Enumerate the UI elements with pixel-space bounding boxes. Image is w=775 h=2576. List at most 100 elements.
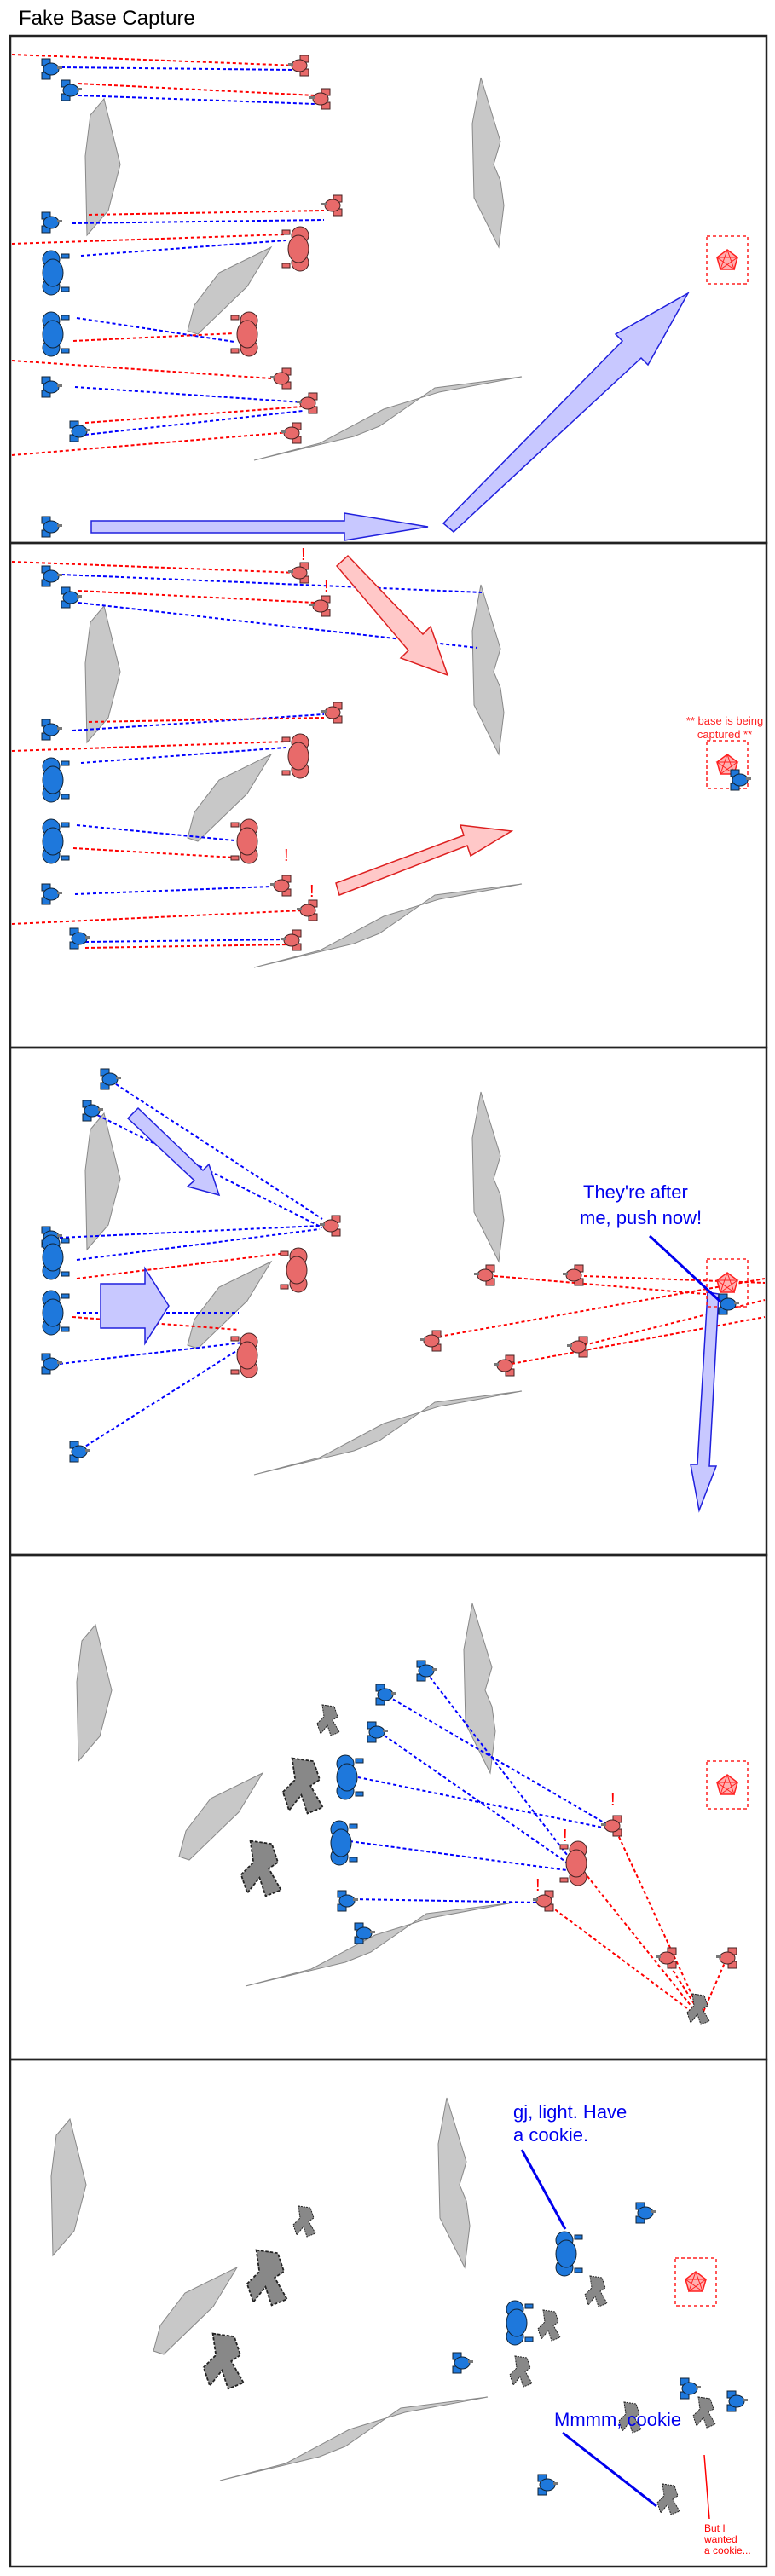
- red-unit: [281, 733, 309, 779]
- destroyed-unit: [509, 2355, 533, 2388]
- blue-sight-line: [349, 1840, 574, 1872]
- red-unit: [280, 929, 302, 951]
- red-unit: [715, 1947, 737, 1969]
- base-icon: [706, 1760, 749, 1810]
- blue-sight-line: [80, 240, 286, 257]
- destroyed-unit: [240, 1840, 282, 1897]
- blue-unit: [416, 1660, 438, 1682]
- blue-sight-line: [61, 66, 295, 71]
- panel-2: ! ! ! ! ** base is being captured **: [11, 546, 763, 968]
- blue-unit: [42, 1290, 70, 1336]
- panel-4: ! ! !: [76, 1603, 749, 2025]
- blue-unit: [69, 420, 91, 442]
- red-unit: [230, 311, 258, 357]
- blue-sight-line: [84, 410, 304, 436]
- blue-sight-line: [72, 219, 325, 224]
- speech-text-small: a cookie...: [704, 2544, 751, 2556]
- red-unit: [269, 367, 292, 390]
- speech-text: Mmmm, cookie: [554, 2409, 681, 2430]
- blue-unit: [337, 1890, 359, 1912]
- blue-sight-line: [84, 939, 291, 943]
- red-sight-line: [11, 910, 304, 925]
- panel-5-frame: [9, 2058, 768, 2568]
- red-sight-line: [545, 1902, 698, 2017]
- red-unit: [493, 1354, 515, 1377]
- enemy-move-arrow: [335, 824, 514, 896]
- blue-sight-line: [357, 1776, 608, 1829]
- blue-unit: [41, 565, 63, 587]
- red-sight-line: [78, 83, 316, 96]
- blue-sight-line: [76, 824, 235, 841]
- red-unit: [321, 702, 343, 724]
- blue-sight-line: [80, 1346, 244, 1450]
- red-unit: [269, 875, 292, 897]
- comic-title: Fake Base Capture: [19, 7, 195, 30]
- red-sight-line: [511, 1316, 766, 1365]
- red-unit: [473, 1264, 495, 1286]
- speech-text: They're after: [583, 1181, 688, 1203]
- blue-sight-line: [74, 386, 304, 403]
- red-sight-line: [11, 54, 299, 66]
- alert-mark: !: [301, 546, 306, 564]
- blue-unit: [42, 818, 70, 864]
- panel-1-frame: [9, 34, 768, 545]
- blue-unit: [42, 757, 70, 803]
- blue-unit: [375, 1684, 397, 1706]
- alert-mark: !: [610, 1791, 616, 1810]
- blue-unit: [537, 2474, 559, 2496]
- blue-unit: [506, 2300, 534, 2346]
- blue-unit-capturing: [718, 1293, 740, 1315]
- speech-pointer: [703, 2454, 710, 2520]
- blue-unit: [41, 516, 63, 538]
- red-unit: [230, 1332, 258, 1378]
- blue-unit: [330, 1820, 358, 1866]
- red-unit: [321, 194, 343, 217]
- blue-unit: [635, 2202, 657, 2224]
- red-unit: [566, 1336, 588, 1358]
- move-arrow: [442, 292, 690, 533]
- blue-unit: [42, 250, 70, 296]
- destroyed-unit: [246, 2249, 288, 2307]
- red-sight-line: [613, 1825, 703, 2017]
- base-captured-label: captured **: [697, 728, 752, 741]
- red-sight-line: [78, 590, 316, 604]
- blue-sight-line: [59, 1225, 321, 1239]
- blue-sight-line: [74, 886, 272, 895]
- speech-pointer: [562, 2431, 657, 2508]
- destroyed-unit: [584, 2275, 608, 2307]
- red-sight-line: [579, 1866, 700, 2017]
- red-unit: [309, 595, 331, 617]
- red-sight-line: [72, 332, 235, 342]
- alert-mark: !: [284, 846, 289, 865]
- alert-mark: !: [324, 577, 329, 596]
- red-unit: [281, 226, 309, 272]
- red-sight-line: [88, 210, 325, 216]
- red-unit: [600, 1815, 622, 1837]
- red-unit: [230, 818, 258, 864]
- blue-unit: [69, 927, 91, 950]
- destroyed-unit: [292, 2205, 316, 2238]
- speech-text: gj, light. Have: [513, 2101, 627, 2123]
- red-sight-line: [703, 1958, 727, 2013]
- blue-sight-line: [353, 1898, 542, 1903]
- destroyed-unit: [316, 1704, 340, 1736]
- blue-sight-line: [387, 1695, 610, 1827]
- blue-sight-line: [425, 1672, 574, 1863]
- blue-sight-line: [379, 1731, 574, 1868]
- panel-1: [11, 54, 749, 541]
- enemy-move-arrow: [335, 554, 449, 677]
- red-sight-line: [494, 1275, 726, 1297]
- red-unit: [280, 1247, 308, 1293]
- red-unit: [419, 1330, 442, 1352]
- red-unit: [309, 88, 331, 110]
- blue-sight-line: [110, 1080, 323, 1220]
- blue-unit: [41, 376, 63, 398]
- red-unit: [287, 562, 309, 584]
- move-arrow: [90, 512, 429, 541]
- destroyed-unit: [202, 2332, 245, 2390]
- speech-pointer: [520, 2149, 567, 2230]
- blue-unit: [452, 2352, 474, 2374]
- blue-unit: [680, 2377, 702, 2400]
- speech-text: me, push now!: [580, 1207, 702, 1228]
